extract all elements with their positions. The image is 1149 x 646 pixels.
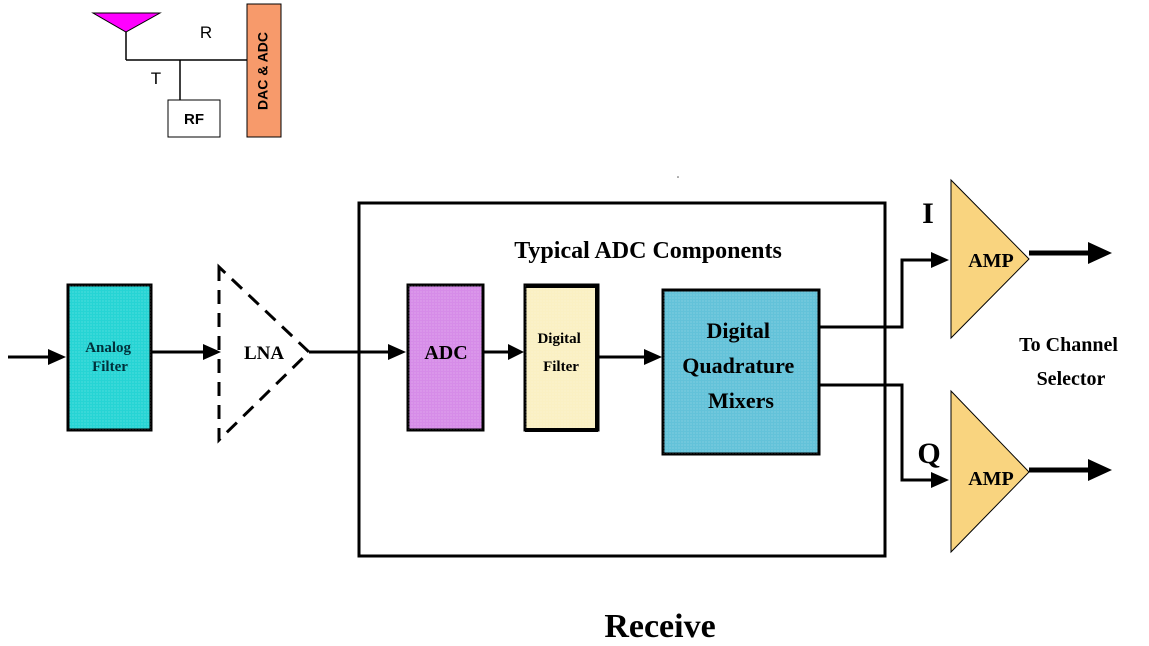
arrow-adc-to-digital-filter xyxy=(483,344,524,360)
rf-box xyxy=(167,99,221,138)
adc-block: ADC xyxy=(406,283,485,432)
adc-components-box xyxy=(357,201,887,558)
amp-q-output-arrow xyxy=(1029,459,1112,481)
amp-q-block: AMP xyxy=(950,389,1030,554)
channel-selector-label: To Channel Selector xyxy=(1019,334,1123,390)
arrow-filter-to-lna xyxy=(151,344,221,360)
t-label: T xyxy=(151,69,161,88)
input-arrow xyxy=(8,349,66,365)
receive-caption: Receive xyxy=(604,608,715,645)
digital-filter-block: Digital Filter xyxy=(523,283,600,432)
r-label: R xyxy=(200,23,212,42)
adc-label: ADC xyxy=(424,342,467,364)
stray-dot xyxy=(677,176,679,178)
lna-block: LNA xyxy=(217,263,312,444)
q-path xyxy=(819,383,949,488)
analog-filter-block: Analog Filter xyxy=(66,283,153,432)
quadrature-mixers-block: Digital Quadrature Mixers xyxy=(661,288,821,456)
amp-q-label: AMP xyxy=(968,468,1014,490)
amp-i-block: AMP xyxy=(950,178,1030,340)
lna-label: LNA xyxy=(244,343,284,364)
q-label: Q xyxy=(917,437,940,470)
rf-label: RF xyxy=(184,111,204,128)
digital-filter-label: Digital Filter xyxy=(537,331,584,375)
quadrature-mixers-label: Digital Quadrature Mixers xyxy=(682,318,800,413)
arrow-digital-filter-to-mixers xyxy=(598,349,662,365)
analog-filter-label: Analog Filter xyxy=(85,340,135,375)
i-path xyxy=(819,252,949,329)
amp-i-output-arrow xyxy=(1029,242,1112,264)
i-label: I xyxy=(922,197,934,230)
arrow-lna-to-adc xyxy=(309,344,406,360)
adc-components-title: Typical ADC Components xyxy=(514,238,782,264)
dac-adc-box xyxy=(246,3,282,138)
amp-i-label: AMP xyxy=(968,250,1014,272)
inset-diagram: R T RF DAC & ADC xyxy=(91,3,282,138)
dac-adc-label: DAC & ADC xyxy=(255,32,271,110)
antenna-icon xyxy=(91,12,162,33)
